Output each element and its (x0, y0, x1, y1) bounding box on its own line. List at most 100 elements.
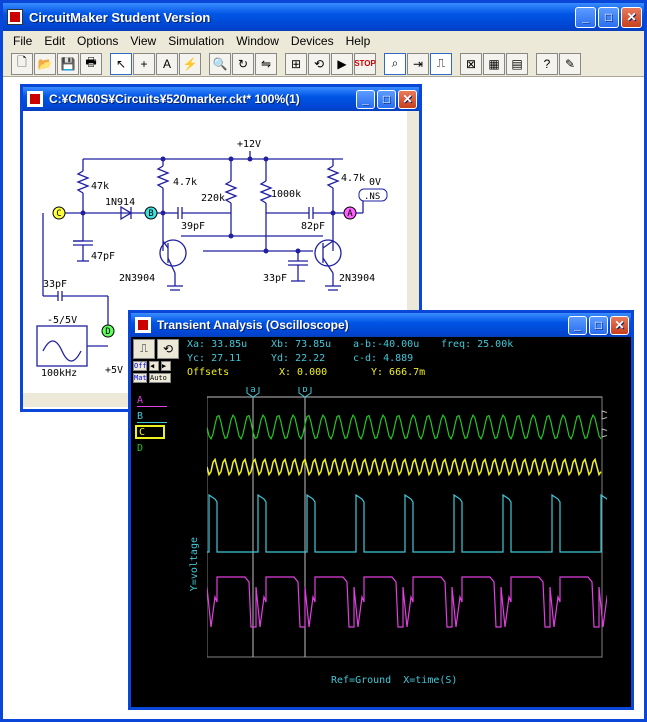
zoom-icon[interactable]: 🔍 (209, 52, 231, 75)
cursor-a-label[interactable]: a (250, 387, 255, 395)
app-icon (7, 9, 23, 25)
channel-c[interactable]: C (135, 425, 165, 439)
menu-help[interactable]: Help (345, 34, 371, 48)
readout-ab: a-b:-40.00u (353, 339, 420, 350)
wire-tool-icon[interactable]: + (133, 52, 155, 75)
trace-icon[interactable]: ⇥ (407, 52, 429, 75)
marker-c-dot[interactable] (52, 206, 66, 220)
app-title: CircuitMaker Student Version (29, 9, 211, 25)
c5-label: 33pF (43, 279, 67, 290)
marker-a-dot[interactable] (343, 206, 357, 220)
menu-file[interactable]: File (13, 34, 33, 48)
mat-button[interactable]: Mat (133, 373, 147, 383)
marker-b-dot[interactable] (144, 206, 158, 220)
oscilloscope-window: Transient Analysis (Oscilloscope) _ □ ✕ … (128, 310, 634, 710)
trace-a (207, 576, 607, 628)
left-arrow-icon[interactable]: ◀ (149, 361, 159, 371)
x-axis-label: Ref=Ground X=time(S) (331, 675, 458, 686)
scope-title: Transient Analysis (Oscilloscope) (157, 318, 349, 332)
readout-x: X: 0.000 (279, 367, 328, 378)
readout-yc: Yc: 27.11 (187, 353, 242, 364)
channel-b[interactable]: B (137, 411, 167, 423)
scope-maximize-button[interactable]: □ (589, 315, 608, 335)
close-button[interactable]: ✕ (621, 6, 642, 28)
probe-tool-icon[interactable]: ⚡ (179, 52, 201, 75)
rotate-icon[interactable]: ↻ (232, 52, 254, 75)
off-button[interactable]: Off (133, 361, 147, 371)
marker-d-dot[interactable] (101, 324, 115, 338)
grid-icon[interactable]: ⊠ (460, 52, 482, 75)
schematic-titlebar[interactable]: C:¥CM60S¥Circuits¥520marker.ckt* 100%(1)… (23, 87, 419, 111)
menu-view[interactable]: View (130, 34, 157, 48)
schematic-maximize-button[interactable]: □ (377, 89, 396, 109)
c1-label: 39pF (181, 221, 205, 232)
r1-label: 47k (91, 181, 109, 192)
marker-a: A (347, 209, 353, 219)
help-icon[interactable]: ? (536, 52, 558, 75)
maximize-button[interactable]: □ (598, 6, 619, 28)
toolbar: 🗋 📂 💾 🖶 ↖ + A ⚡ 🔍 ↻ ⇋ ⊞ ⟲ ▶ STOP ⌕ ⇥ ⎍ ⊠… (3, 51, 644, 77)
cursor-a-flag (246, 387, 260, 398)
scope-close-button[interactable]: ✕ (610, 315, 629, 335)
r5-label: 4.7k (341, 173, 365, 184)
open-icon[interactable]: 📂 (34, 52, 56, 75)
schematic-minimize-button[interactable]: _ (356, 89, 375, 109)
doc-icon (27, 91, 43, 107)
readout-xa: Xa: 33.85u (187, 339, 248, 350)
save-icon[interactable]: 💾 (57, 52, 79, 75)
digital-sim-icon[interactable]: ⊞ (285, 52, 307, 75)
scope-body: ⎍ ⟲ Off Mat ◀ ▶ Auto Xa: 33.85u Xb: 73.8… (131, 337, 631, 707)
waveform-mode-icon[interactable]: ⎍ (133, 339, 155, 359)
print-icon[interactable]: 🖶 (80, 52, 102, 75)
probe-icon[interactable]: ⌕ (384, 52, 406, 75)
run-icon[interactable]: ▶ (331, 52, 353, 75)
gen-amplitude: -5/5V (47, 315, 77, 326)
reset-icon[interactable]: ⟲ (308, 52, 330, 75)
cursor-b-label[interactable]: b (302, 387, 307, 395)
stop-icon[interactable]: STOP (354, 52, 376, 75)
gen-frequency: 100kHz (41, 368, 77, 379)
menu-simulation[interactable]: Simulation (168, 34, 225, 48)
menu-edit[interactable]: Edit (44, 34, 66, 48)
menu-options[interactable]: Options (77, 34, 119, 48)
arrow-tool-icon[interactable]: ↖ (110, 52, 132, 75)
trace-b (207, 493, 607, 553)
channel-a[interactable]: A (137, 395, 167, 407)
scope-titlebar[interactable]: Transient Analysis (Oscilloscope) _ □ ✕ (131, 313, 631, 337)
gen-supply: +5V (105, 365, 123, 376)
c2-label: 82pF (301, 221, 325, 232)
scope-minimize-button[interactable]: _ (568, 315, 587, 335)
menu-window[interactable]: Window (236, 34, 279, 48)
mirror-icon[interactable]: ⇋ (255, 52, 277, 75)
cursor-d-flag (601, 428, 607, 438)
scope-doc-icon (135, 317, 151, 333)
q2-label: 2N3904 (339, 273, 375, 284)
probe-ns: .NS (364, 192, 380, 202)
new-icon[interactable]: 🗋 (11, 52, 33, 75)
schematic-close-button[interactable]: ✕ (398, 89, 417, 109)
schematic-title: C:¥CM60S¥Circuits¥520marker.ckt* 100%(1) (49, 92, 300, 106)
app-titlebar[interactable]: CircuitMaker Student Version _ □ ✕ (3, 3, 644, 31)
scope-reset-icon[interactable]: ⟲ (157, 339, 179, 359)
menu-devices[interactable]: Devices (290, 34, 334, 48)
readout-yd: Yd: 22.22 (271, 353, 326, 364)
text-tool-icon[interactable]: A (156, 52, 178, 75)
q1-label: 2N3904 (119, 273, 155, 284)
right-arrow-icon[interactable]: ▶ (161, 361, 171, 371)
trace-c (207, 457, 602, 477)
waveform-icon[interactable]: ⎍ (430, 52, 452, 75)
parts-icon[interactable]: ▦ (483, 52, 505, 75)
menubar: File Edit Options View Simulation Window… (3, 31, 644, 51)
scope-plot[interactable]: a b c d (207, 387, 607, 667)
minimize-button[interactable]: _ (575, 6, 596, 28)
netlist-icon[interactable]: ▤ (506, 52, 528, 75)
readout-freq: freq: 25.00k (441, 339, 514, 350)
c4-label: 33pF (263, 273, 287, 284)
marker-d: D (105, 327, 110, 337)
readout-xb: Xb: 73.85u (271, 339, 332, 350)
auto-button[interactable]: Auto (149, 373, 171, 383)
readout-offsets: Offsets (187, 367, 230, 378)
notes-icon[interactable]: ✎ (559, 52, 581, 75)
marker-c: C (56, 209, 61, 219)
diode-label: 1N914 (105, 197, 135, 208)
